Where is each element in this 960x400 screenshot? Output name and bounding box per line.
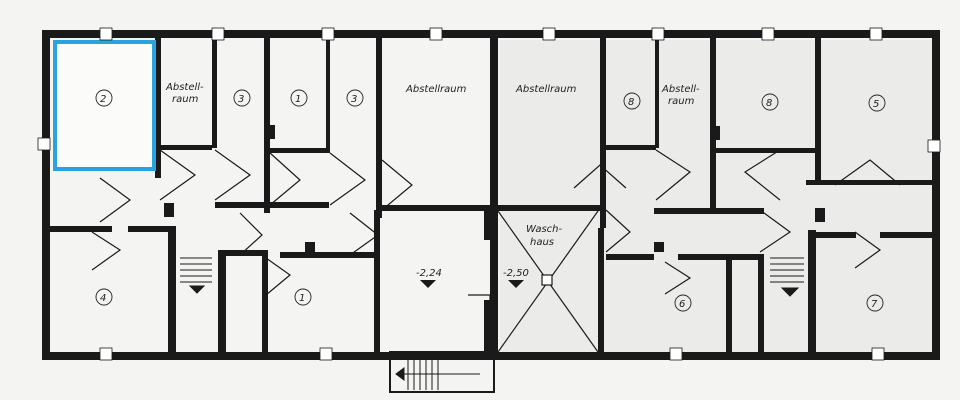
- stairs: [180, 257, 804, 393]
- room-1b-number: 1: [299, 293, 305, 304]
- highlighted-room[interactable]: [53, 40, 156, 171]
- room-2-number: 2: [100, 94, 106, 105]
- level-right-label: -2,50: [503, 268, 529, 279]
- level-markers: [420, 280, 524, 288]
- stair-left: [180, 257, 212, 294]
- stair-right: [770, 257, 804, 297]
- room-4-number: 4: [100, 293, 106, 304]
- room-3a-number: 3: [238, 94, 244, 105]
- wash-house-cross: [497, 210, 599, 353]
- wash-house-label-2: haus: [530, 237, 554, 248]
- storage-room-left-label: Abstellraum: [405, 84, 467, 95]
- room-8a-number: 8: [628, 97, 634, 108]
- stair-entrance: [389, 351, 495, 393]
- storage-room-right-label: Abstellraum: [515, 84, 577, 95]
- chimneys: [164, 125, 825, 252]
- door-swings: [91, 149, 901, 315]
- room-1a-number: 1: [295, 94, 301, 105]
- room-8b-number: 8: [766, 98, 772, 109]
- storage-label-right-2: raum: [668, 96, 695, 107]
- room-5-number: 5: [873, 99, 879, 110]
- room-7-number: 7: [871, 299, 878, 310]
- wash-house-label-1: Wasch-: [526, 224, 563, 235]
- room-6-number: 6: [679, 299, 685, 310]
- storage-label-right-1: Abstell-: [661, 84, 700, 95]
- room-3b-number: 3: [351, 94, 357, 105]
- storage-label-left-2: raum: [172, 94, 199, 105]
- room-markers: [95, 89, 886, 312]
- storage-label-left-1: Abstell-: [165, 82, 204, 93]
- window-markers: [37, 27, 941, 361]
- outer-walls: [42, 30, 940, 360]
- level-left-label: -2,24: [416, 268, 442, 279]
